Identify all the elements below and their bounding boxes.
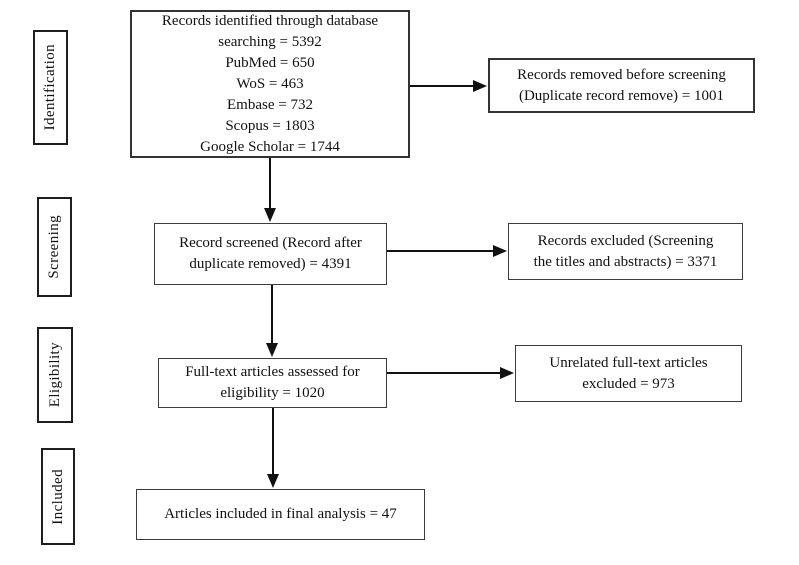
stage-identification: Identification <box>33 30 68 145</box>
stage-eligibility: Eligibility <box>37 327 73 423</box>
stage-screening-label: Screening <box>46 215 62 279</box>
box-fulltext-excluded: Unrelated full-text articles excluded = … <box>515 345 742 402</box>
stage-included-label: Included <box>49 468 66 525</box>
stage-identification-label: Identification <box>42 44 58 131</box>
box-records-identified: Records identified through database sear… <box>130 10 410 158</box>
stage-eligibility-label: Eligibility <box>46 342 63 408</box>
box-records-excluded-screening: Records excluded (Screening the titles a… <box>508 223 743 280</box>
box-fulltext-assessed: Full-text articles assessed for eligibil… <box>158 358 387 408</box>
stage-screening: Screening <box>37 197 72 297</box>
stage-included: Included <box>41 448 75 545</box>
box-articles-included: Articles included in final analysis = 47 <box>136 489 425 540</box>
box-records-removed: Records removed before screening (Duplic… <box>488 58 755 113</box>
box-records-screened: Record screened (Record after duplicate … <box>154 223 387 285</box>
